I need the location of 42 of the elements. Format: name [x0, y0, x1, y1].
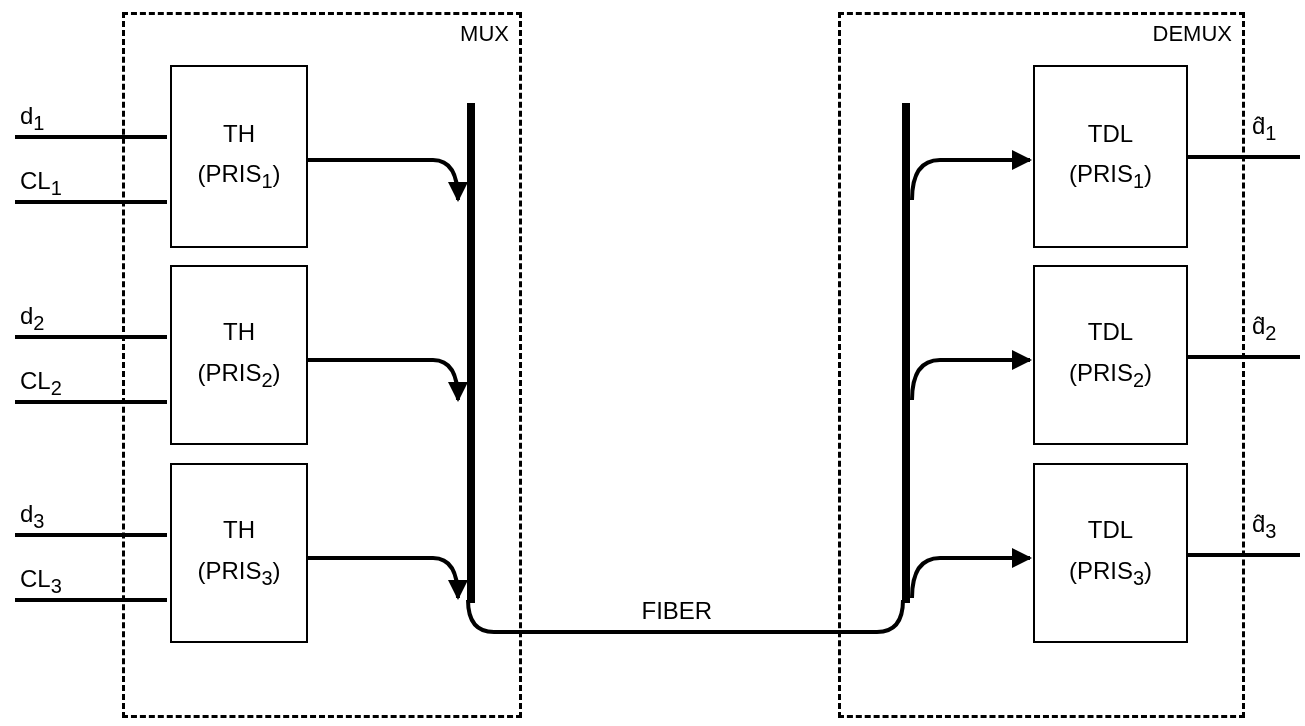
group-label: MUX — [460, 21, 509, 47]
edge-label: FIBER — [641, 598, 713, 625]
block-subtitle: (PRIS$_{2}$) — [197, 359, 281, 391]
block-subtitle: (PRIS$_{3}$) — [1068, 557, 1153, 589]
signal-line — [15, 533, 167, 537]
dashed-group-box — [122, 12, 522, 718]
process-box — [1033, 463, 1188, 643]
edge-label: d̂$_{2}$ — [1252, 313, 1277, 344]
process-box — [170, 265, 308, 445]
dashed-group-box — [838, 12, 1245, 718]
edge-label: CL$_{1}$ — [20, 168, 62, 199]
edge-label: d$_{3}$ — [20, 501, 45, 532]
signal-line — [15, 335, 167, 339]
block-subtitle: (PRIS$_{3}$) — [197, 557, 281, 589]
edge-label: CL$_{2}$ — [20, 368, 62, 399]
signal-line — [15, 598, 167, 602]
process-box — [170, 463, 308, 643]
block-name: TDL — [1087, 319, 1134, 346]
signal-line — [466, 599, 905, 634]
edge-label: d$_{1}$ — [20, 103, 45, 134]
signal-line — [15, 400, 167, 404]
block-name: TH — [223, 319, 255, 346]
block-name: TDL — [1087, 120, 1134, 148]
process-box — [1033, 65, 1188, 248]
edge-label: d$_{2}$ — [20, 303, 45, 334]
block-name: TH — [223, 120, 255, 148]
edge-label: d̂$_{3}$ — [1252, 511, 1277, 542]
arrow — [910, 150, 1032, 201]
arrow — [910, 350, 1032, 401]
edge-label: d̂$_{1}$ — [1252, 113, 1277, 144]
block-name: TH — [223, 517, 255, 544]
block-name: TDL — [1087, 517, 1134, 544]
process-box — [170, 65, 308, 248]
arrow — [910, 548, 1032, 599]
signal-line — [15, 135, 167, 139]
block-subtitle: (PRIS$_{1}$) — [197, 161, 281, 193]
block-subtitle: (PRIS$_{2}$) — [1068, 359, 1153, 391]
group-label: DEMUX — [1152, 21, 1232, 47]
block-subtitle: (PRIS$_{1}$) — [1068, 161, 1153, 193]
process-box — [1033, 265, 1188, 445]
signal-line — [15, 200, 167, 204]
edge-label: CL$_{3}$ — [20, 566, 62, 597]
